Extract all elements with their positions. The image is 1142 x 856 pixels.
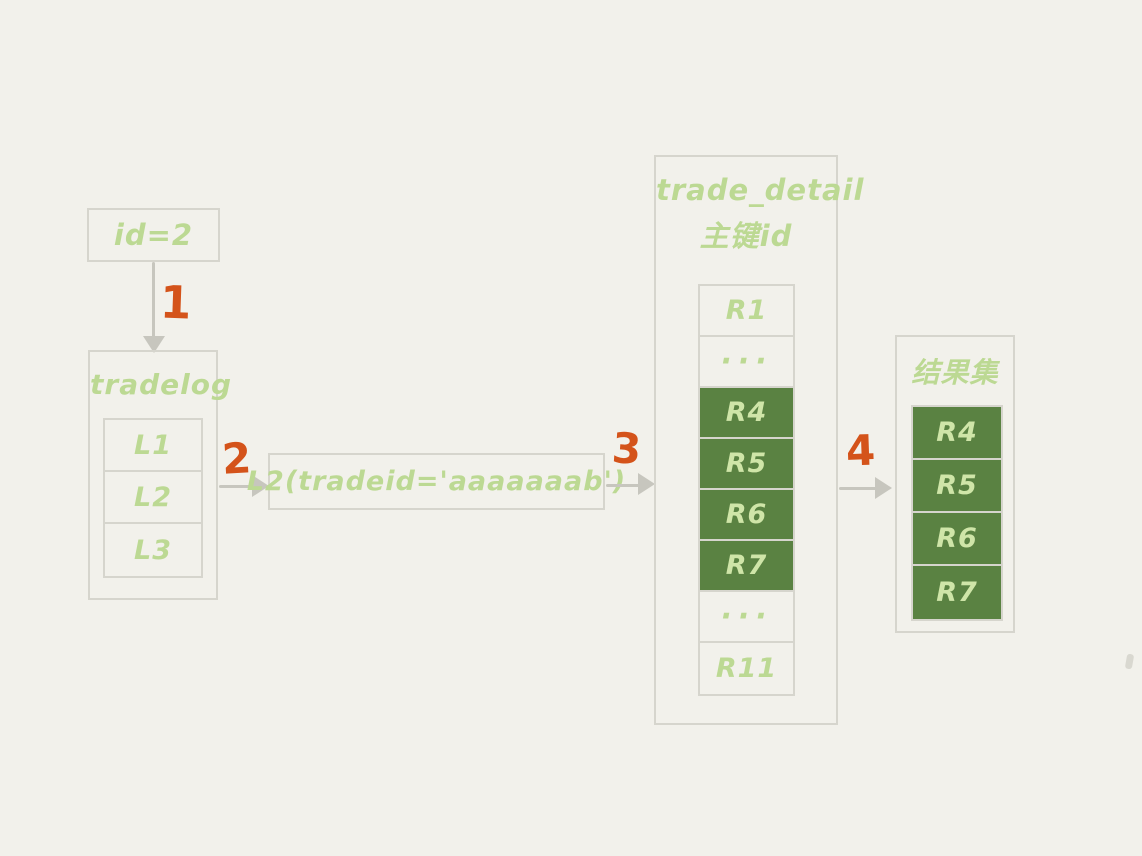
- trade-detail-title: trade_detail: [656, 173, 865, 207]
- step-4-label: 4: [845, 425, 877, 476]
- tradelog-table: L1 L2 L3: [103, 418, 203, 578]
- arrow-1-head-icon: [143, 336, 165, 353]
- arrow-2-head-icon: [252, 475, 269, 497]
- tradelog-row: L2: [105, 472, 201, 524]
- arrow-1-line: [152, 262, 155, 340]
- trade-detail-row-ellipsis: ···: [700, 592, 793, 643]
- result-set-row: R4: [913, 407, 1001, 460]
- trade-detail-row: R6: [700, 490, 793, 541]
- result-set-row: R6: [913, 513, 1001, 566]
- result-set-table: R4 R5 R6 R7: [911, 405, 1003, 621]
- trade-detail-row: R1: [700, 286, 793, 337]
- lookup-expression-box: L2(tradeid='aaaaaaab'): [247, 453, 625, 510]
- result-set-box: 结果集 R4 R5 R6 R7: [895, 335, 1015, 633]
- tradelog-row: L3: [134, 534, 172, 566]
- trade-detail-row: R4: [700, 388, 793, 439]
- trade-detail-row: R7: [700, 541, 793, 592]
- result-set-title: 结果集: [911, 356, 999, 389]
- id-condition-label: id=2: [113, 218, 194, 252]
- arrow-3-line: [606, 484, 642, 487]
- result-set-row: R5: [913, 460, 1001, 513]
- step-3-label: 3: [610, 423, 643, 474]
- arrow-2-line: [219, 485, 257, 488]
- id-condition-box: id=2: [87, 208, 220, 262]
- lookup-expression-label: L2(tradeid='aaaaaaab'): [246, 466, 627, 497]
- arrow-4-line: [839, 487, 879, 490]
- trade-detail-table: R1 ··· R4 R5 R6 R7 ··· R11: [698, 284, 795, 696]
- result-set-row: R7: [913, 566, 1001, 619]
- tradelog-row: L1: [105, 420, 201, 472]
- trade-detail-row-ellipsis: ···: [700, 337, 793, 388]
- arrow-4-head-icon: [875, 477, 892, 499]
- tradelog-box: tradelog L1 L2 L3: [88, 350, 232, 600]
- trade-detail-row: R11: [715, 653, 778, 684]
- trade-detail-box: trade_detail 主键id R1 ··· R4 R5 R6 R7 ···…: [654, 155, 865, 725]
- pen-smudge: [1124, 653, 1135, 670]
- tradelog-title: tradelog: [90, 368, 232, 401]
- trade-detail-subtitle: 主键id: [699, 219, 793, 253]
- step-1-label: 1: [159, 275, 193, 330]
- arrow-3-head-icon: [638, 473, 655, 495]
- trade-detail-row: R5: [700, 439, 793, 490]
